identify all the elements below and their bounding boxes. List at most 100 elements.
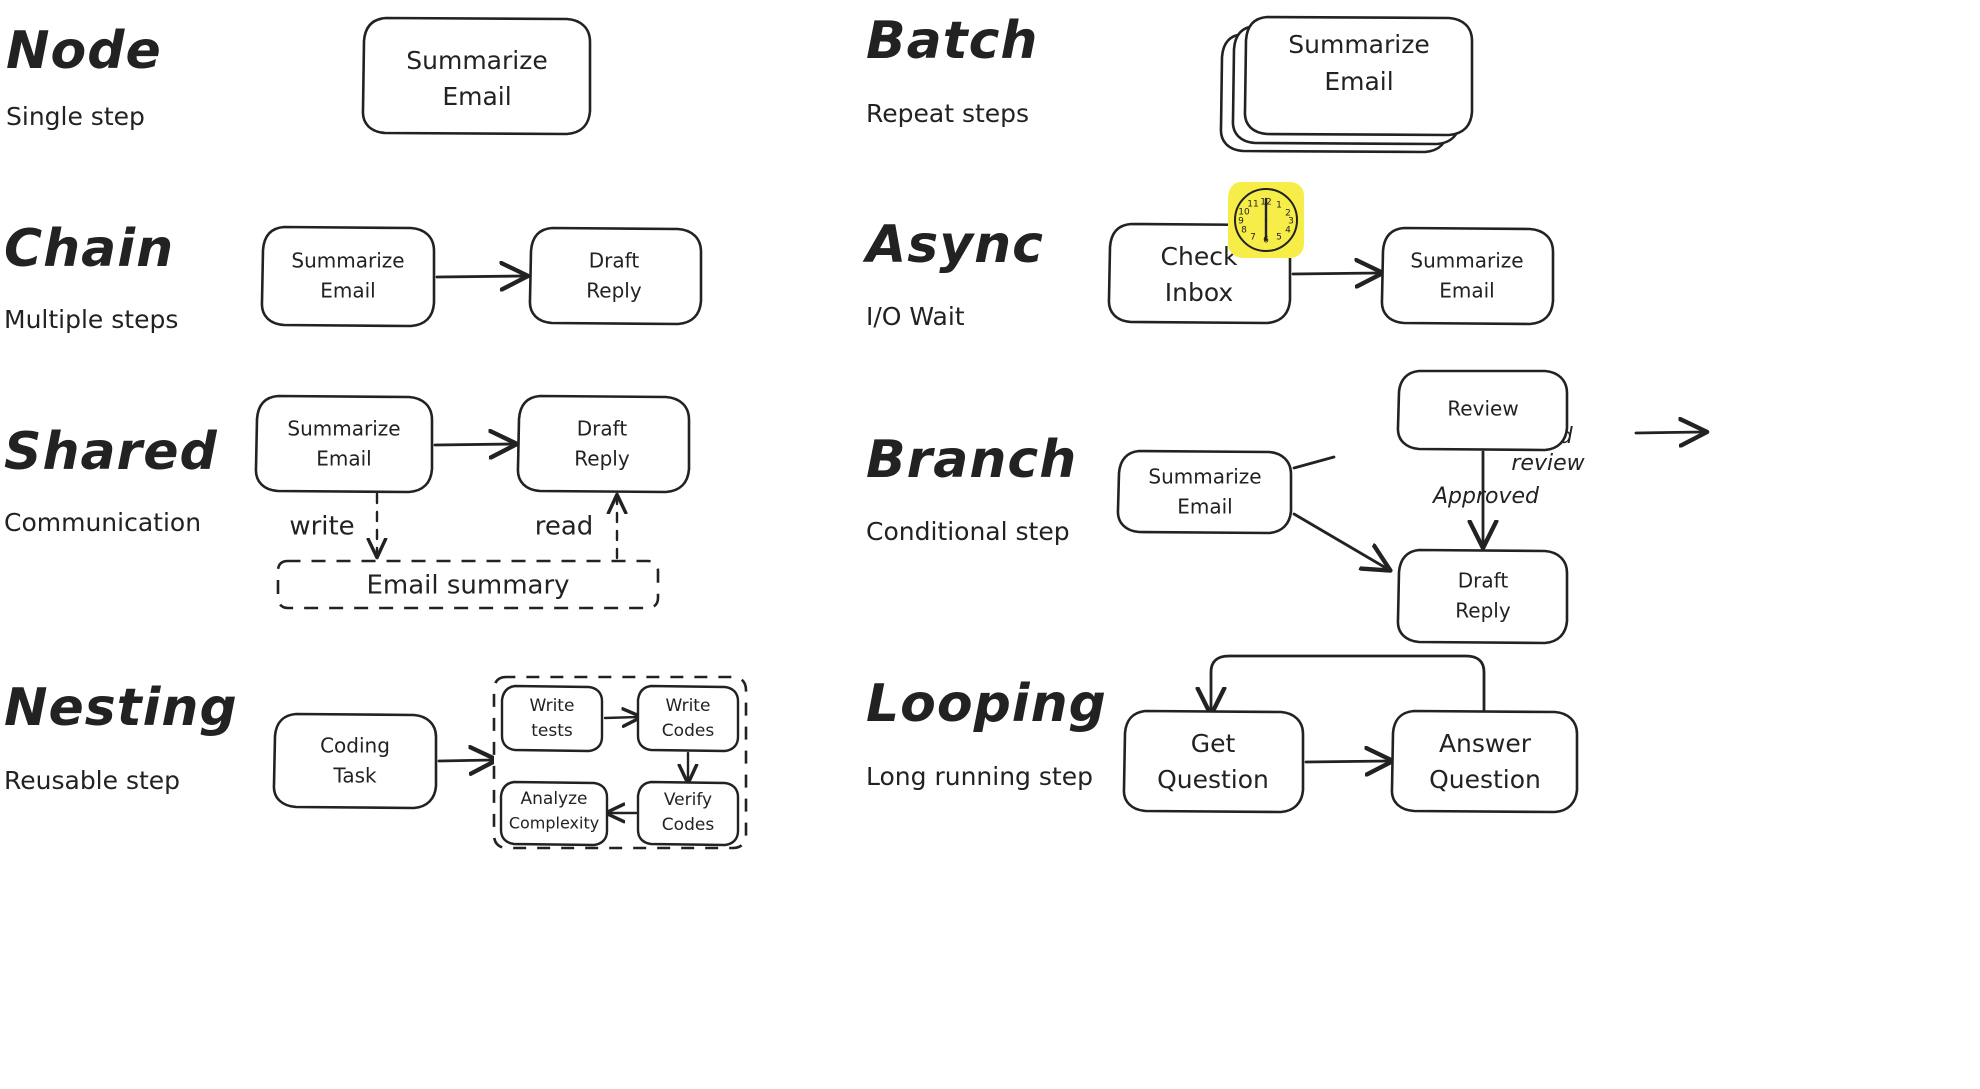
section-title-node: Node (6, 21, 162, 81)
section-subtitle-shared: Communication (4, 508, 201, 537)
node-label-line1: Summarize (291, 249, 404, 273)
svg-text:6: 6 (1263, 236, 1269, 246)
section-subtitle-branch: Conditional step (866, 517, 1070, 546)
clock-numerals: 12 1 2 3 4 5 6 7 8 9 10 11 (1238, 198, 1294, 246)
node-label-line2: Inbox (1165, 278, 1233, 307)
node-label-line1: Verify (664, 790, 712, 810)
svg-text:5: 5 (1276, 233, 1282, 243)
section-subtitle-node: Single step (6, 102, 145, 131)
section-shared: Shared Communication Summarize Email Dra… (4, 394, 691, 610)
edge-shared-main (433, 444, 512, 445)
section-subtitle-async: I/O Wait (866, 302, 965, 331)
section-title-nesting: Nesting (4, 678, 238, 738)
edge-label-approved: Approved (1431, 484, 1540, 509)
node-shape (254, 394, 434, 494)
node-shape (1116, 449, 1293, 535)
node-shape-front (1243, 15, 1474, 137)
node-label-line1: Summarize (287, 417, 400, 441)
svg-text:10: 10 (1238, 208, 1250, 218)
svg-text:4: 4 (1285, 226, 1291, 236)
section-async: Async I/O Wait Check Inbox Summarize Ema… (862, 182, 1555, 331)
node-label-line2: Question (1429, 765, 1541, 794)
node-shape (1396, 369, 1569, 452)
node-label-line1: Write (530, 696, 575, 716)
node-shape (1390, 709, 1579, 814)
node-label-line1: Summarize (1148, 465, 1261, 489)
node-label-line2: Reply (586, 279, 642, 303)
node-shape (260, 225, 436, 328)
node-label-line2: Email (1177, 495, 1233, 519)
node-label-line2: Reply (574, 447, 630, 471)
node-label-line1: Summarize (406, 46, 547, 75)
node-shape (1380, 226, 1555, 326)
section-title-looping: Looping (866, 674, 1107, 734)
svg-text:12: 12 (1260, 198, 1271, 208)
node-answer-question[interactable]: Answer Question (1390, 709, 1579, 814)
node-branch-review[interactable]: Review (1396, 369, 1569, 452)
node-batch-summarize-email[interactable]: Summarize Email (1219, 15, 1474, 154)
node-shared-draft-reply[interactable]: Draft Reply (516, 394, 691, 494)
node-branch-draft-reply[interactable]: Draft Reply (1396, 548, 1569, 645)
node-label-line1: Summarize (1288, 30, 1429, 59)
section-batch: Batch Repeat steps Summarize Email (866, 11, 1474, 154)
node-shape (272, 712, 438, 810)
svg-text:7: 7 (1250, 233, 1256, 243)
node-chain-draft-reply[interactable]: Draft Reply (528, 226, 703, 326)
node-shared-summarize-email[interactable]: Summarize Email (254, 394, 434, 494)
node-nesting-coding-task[interactable]: Coding Task (272, 712, 438, 810)
shared-store[interactable]: Email summary (276, 559, 660, 610)
edge-label-write: write (289, 512, 354, 542)
node-label-line2: Email (320, 279, 376, 303)
edge-branch-direct (1292, 512, 1386, 568)
section-title-async: Async (862, 215, 1044, 275)
section-subtitle-looping: Long running step (866, 762, 1093, 791)
node-label-line1: Get (1191, 729, 1236, 758)
node-branch-summarize-email[interactable]: Summarize Email (1116, 449, 1293, 535)
node-label-line2: Codes (662, 815, 715, 835)
node-label-line2: Codes (662, 721, 715, 741)
shared-store-shape (276, 559, 660, 610)
node-summarize-email[interactable]: Summarize Email (361, 16, 592, 136)
node-label-line2: Task (332, 764, 377, 788)
section-subtitle-chain: Multiple steps (4, 305, 178, 334)
svg-text:3: 3 (1288, 217, 1294, 227)
section-title-branch: Branch (866, 430, 1077, 490)
edge-label-review: review (1511, 451, 1585, 476)
section-node: Node Single step Summarize Email (6, 16, 592, 136)
section-nesting: Nesting Reusable step Coding Task Write … (4, 675, 748, 850)
node-verify-codes[interactable]: Verify Codes (636, 780, 740, 847)
node-get-question[interactable]: Get Question (1122, 709, 1305, 814)
node-shape (500, 684, 604, 753)
node-write-codes[interactable]: Write Codes (636, 684, 740, 753)
node-label-line1: Coding (320, 734, 390, 758)
node-shape (528, 226, 703, 326)
svg-text:11: 11 (1247, 200, 1258, 210)
node-analyze-complexity[interactable]: Analyze Complexity (499, 780, 609, 847)
section-title-chain: Chain (4, 219, 174, 279)
node-label-line1: Draft (577, 417, 628, 441)
node-label-line2: Question (1157, 765, 1269, 794)
node-label-line2: Reply (1455, 599, 1511, 623)
node-shape (516, 394, 691, 494)
node-shape (636, 684, 740, 753)
clock-icon: 12 1 2 3 4 5 6 7 8 9 10 11 (1228, 182, 1304, 258)
edge-nesting-enter (437, 760, 492, 761)
node-write-tests[interactable]: Write tests (500, 684, 604, 753)
node-label-line1: Summarize (1410, 249, 1523, 273)
node-label-line1: Write (666, 696, 711, 716)
node-label-line1: Review (1447, 397, 1518, 421)
svg-text:9: 9 (1238, 217, 1244, 227)
node-async-summarize-email[interactable]: Summarize Email (1380, 226, 1555, 326)
section-looping: Looping Long running step Get Question A… (866, 654, 1579, 814)
edge-looping-forward (1304, 761, 1388, 762)
section-title-batch: Batch (866, 11, 1038, 71)
node-label-line1: Analyze (521, 789, 588, 809)
node-shape (1122, 709, 1305, 814)
node-label-line2: Complexity (509, 814, 599, 833)
node-chain-summarize-email[interactable]: Summarize Email (260, 225, 436, 328)
node-label-line2: Email (1324, 67, 1393, 96)
section-subtitle-nesting: Reusable step (4, 766, 180, 795)
node-label-line2: tests (531, 721, 573, 741)
